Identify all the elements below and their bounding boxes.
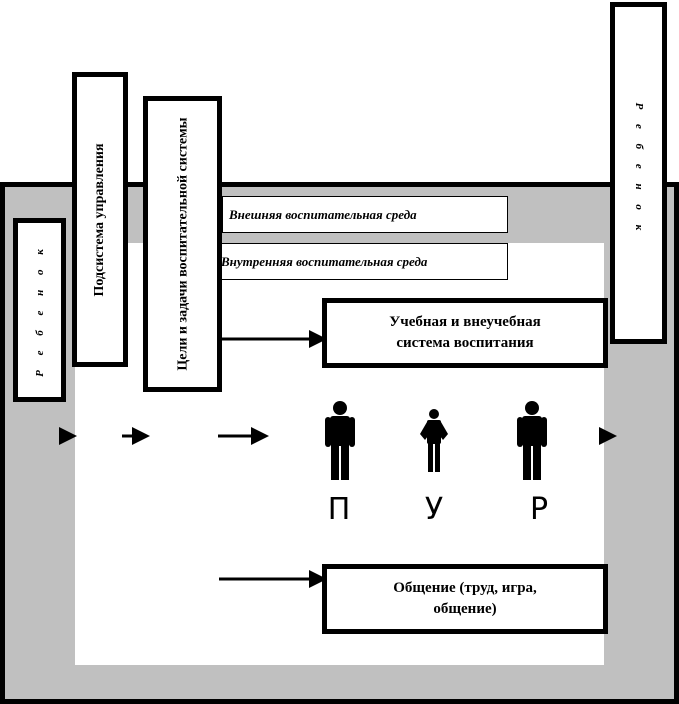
outer-environment-label: Внешняя воспитательная среда [229, 206, 417, 222]
figure-letter-student: У [424, 492, 444, 527]
child-box-left: Р е б е н о к [13, 218, 66, 402]
education-system-line2: система воспитания [396, 335, 534, 351]
communication-box: Общение (труд, игра, общение) [322, 564, 608, 634]
figure-letter-parent: Р [529, 492, 549, 527]
adult-figure-icon [517, 401, 547, 480]
child-label-right: Р е б е н о к [632, 102, 645, 237]
child-figure-icon [420, 409, 448, 472]
goals-label: Цели и задачи воспитательной системы [175, 117, 190, 371]
child-label-left: Р е б е н о к [33, 243, 46, 377]
figure-letter-teacher: П [327, 492, 351, 527]
management-subsystem-label: Подсистема управления [92, 142, 107, 297]
outer-environment-box: Внешняя воспитательная среда [222, 196, 508, 233]
adult-figure-icon [325, 401, 355, 480]
management-subsystem-box: Подсистема управления [72, 72, 128, 367]
communication-line2: общение) [433, 601, 497, 617]
child-box-right: Р е б е н о к [610, 2, 667, 344]
inner-environment-label: Внутренняя воспитательная среда [221, 253, 428, 269]
communication-line1: Общение (труд, игра, [393, 580, 537, 596]
goals-box: Цели и задачи воспитательной системы [143, 96, 222, 392]
education-system-line1: Учебная и внеучебная [389, 314, 541, 330]
inner-environment-box: Внутренняя воспитательная среда [214, 243, 508, 280]
education-system-box: Учебная и внеучебная система воспитания [322, 298, 608, 368]
